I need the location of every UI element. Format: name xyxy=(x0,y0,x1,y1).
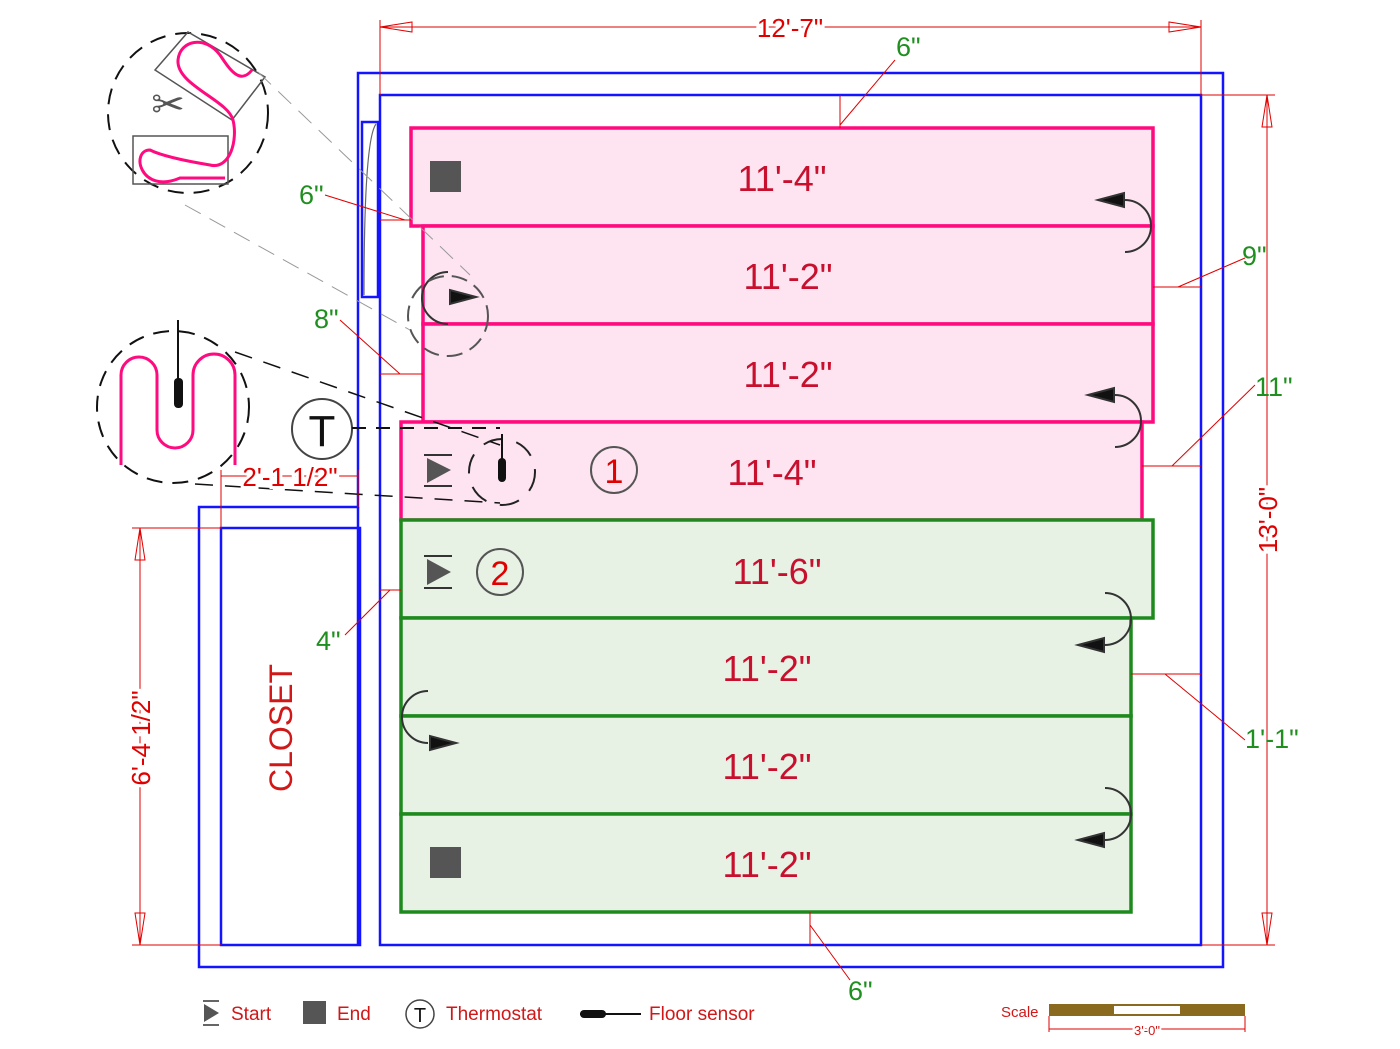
start-icon xyxy=(424,454,452,487)
heating-run xyxy=(399,616,1133,718)
svg-text:3'-0": 3'-0" xyxy=(1134,1023,1160,1038)
run-length: 11'-2" xyxy=(722,648,811,689)
circuit-1 xyxy=(399,126,1155,522)
turn-arrows xyxy=(401,191,1152,849)
clearance-label: 6" xyxy=(848,976,873,1006)
svg-text:T: T xyxy=(414,1005,426,1027)
dimension-lines xyxy=(132,20,1275,981)
overall-depth-dimension: 13'-0" xyxy=(1253,487,1283,553)
legend-end: End xyxy=(337,1004,371,1025)
floor-sensor-icon xyxy=(468,434,536,506)
svg-text:Scale: Scale xyxy=(1001,1004,1039,1021)
legend-floor-sensor: Floor sensor xyxy=(649,1004,755,1025)
clearance-label: 1'-1" xyxy=(1245,724,1299,754)
heating-run xyxy=(399,518,1155,620)
start-icon xyxy=(203,1000,219,1026)
svg-text:1: 1 xyxy=(605,453,624,491)
clearance-label: 8" xyxy=(314,304,339,334)
closet-depth-dimension: 6'-4 1/2" xyxy=(126,690,156,785)
scissors-icon: ✂ xyxy=(151,83,185,127)
start-icon xyxy=(424,555,452,589)
circuit-2 xyxy=(399,518,1155,914)
heating-run xyxy=(421,322,1155,424)
clearance-label: 6" xyxy=(896,32,921,62)
circuit-1-badge: 1 xyxy=(590,446,638,494)
clearance-label: 6" xyxy=(299,180,324,210)
thermostat-icon xyxy=(405,999,435,1029)
cut-cable-detail: ✂ xyxy=(107,31,471,331)
svg-text:T: T xyxy=(309,407,336,456)
overall-width-dimension: 12'-7" xyxy=(757,13,823,43)
run-length: 11'-2" xyxy=(743,256,832,297)
heating-run xyxy=(421,224,1155,326)
legend: Start End T Thermostat Floor sensor xyxy=(203,999,755,1029)
run-length: 11'-2" xyxy=(722,746,811,787)
heating-run xyxy=(399,812,1133,914)
closet-label: CLOSET xyxy=(263,664,299,792)
svg-text:2: 2 xyxy=(491,555,510,593)
legend-thermostat: Thermostat xyxy=(446,1004,543,1025)
legend-start: Start xyxy=(231,1004,272,1025)
run-length: 11'-2" xyxy=(722,844,811,885)
closet-offset-dimension: 2'-1 1/2" xyxy=(242,462,337,492)
clearance-label: 11" xyxy=(1255,372,1293,402)
run-length: 11'-4" xyxy=(727,452,816,493)
clearance-label: 4" xyxy=(316,626,341,656)
end-icon xyxy=(430,161,461,192)
heating-run xyxy=(399,420,1144,522)
run-length: 11'-6" xyxy=(732,551,821,592)
sensor-detail xyxy=(96,320,501,504)
run-length: 11'-2" xyxy=(743,354,832,395)
clearance-label: 9" xyxy=(1242,241,1267,271)
thermostat-icon: T xyxy=(291,398,500,460)
floor-sensor-icon xyxy=(580,1010,641,1018)
end-icon xyxy=(303,1001,326,1024)
scale-bar: Scale 3'-0" xyxy=(1001,1004,1246,1040)
circuit-2-badge: 2 xyxy=(476,548,524,596)
heating-run xyxy=(399,714,1133,816)
end-icon xyxy=(430,847,461,878)
run-length: 11'-4" xyxy=(737,158,826,199)
